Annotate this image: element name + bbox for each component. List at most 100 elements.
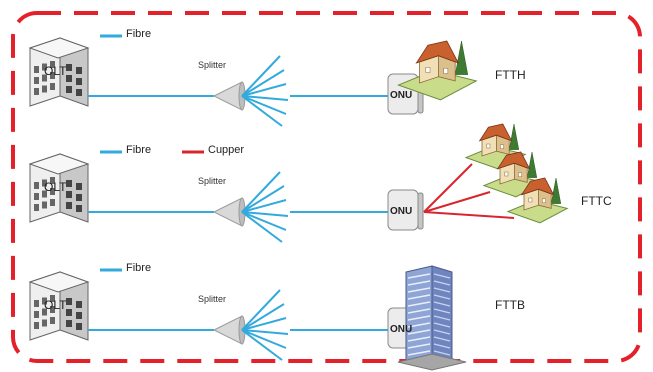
tower-window-band (407, 287, 431, 293)
olt-window (66, 180, 72, 187)
olt-window (42, 85, 47, 93)
row-fttb (28, 265, 467, 371)
olt-window (76, 301, 82, 308)
olt-window (66, 86, 72, 93)
olt-window (66, 298, 72, 305)
olt-window (76, 312, 82, 319)
olt-window (34, 322, 39, 329)
tower-window-band (433, 343, 451, 349)
split-fibre-line (241, 211, 283, 243)
split-fibre-line (241, 83, 287, 97)
split-fibre-line (241, 329, 287, 349)
tower-window-band (433, 287, 451, 293)
splitter-icon (212, 197, 243, 227)
house-roof (415, 40, 460, 64)
house-window (500, 144, 504, 150)
split-fibre-line (241, 95, 289, 101)
olt-window (42, 308, 47, 316)
tower-window-band (407, 329, 431, 335)
tower-window-band (433, 322, 451, 328)
split-fibre-line (241, 69, 285, 97)
split-fibre-line (241, 211, 287, 231)
onu-label: ONU (390, 90, 413, 101)
tower-window-band (433, 301, 451, 307)
tower-window-band (407, 301, 431, 307)
olt-window (50, 83, 55, 90)
olt-window (50, 72, 55, 79)
olt-window (50, 188, 55, 195)
split-fibre-line (241, 199, 287, 213)
tower-base (397, 353, 467, 371)
olt-label: OLT (44, 64, 67, 78)
fibre-legend-label: Fibre (126, 144, 152, 156)
olt-window (34, 300, 39, 307)
copper-legend-label: Cupper (208, 144, 245, 156)
olt-window (76, 183, 82, 190)
copper-line (423, 211, 515, 219)
olt-window (42, 190, 47, 198)
copper-line (423, 163, 473, 213)
endpoint-label: FTTC (581, 194, 612, 208)
olt-window (76, 323, 82, 330)
tower-window-band (433, 273, 451, 279)
tower-window-band (407, 280, 431, 286)
tower-window-band (407, 315, 431, 321)
house-window (542, 198, 546, 204)
tower-window-band (407, 350, 431, 356)
olt-window (66, 320, 72, 327)
fibre-legend-label: Fibre (126, 262, 152, 274)
tower-window-band (407, 273, 431, 279)
endpoint-label: FTTB (495, 298, 525, 312)
house-window (425, 67, 431, 73)
split-fibre-line (241, 55, 281, 97)
house-window (486, 143, 491, 149)
house-roof (520, 177, 555, 196)
olt-window (66, 191, 72, 198)
olt-window (50, 61, 55, 68)
olt-window (76, 194, 82, 201)
tower-window-band (433, 315, 451, 321)
tower-window-band (407, 294, 431, 300)
olt-window (50, 177, 55, 184)
onu-label: ONU (390, 206, 413, 217)
olt-window (34, 66, 39, 73)
olt-window (76, 78, 82, 85)
tower-window-band (407, 336, 431, 342)
split-fibre-line (241, 171, 281, 213)
tower-window-band (433, 294, 451, 300)
olt-window (42, 74, 47, 82)
olt-window (50, 199, 55, 206)
olt-window (34, 204, 39, 211)
olt-window (34, 77, 39, 84)
olt-window (34, 88, 39, 95)
olt-window (76, 205, 82, 212)
olt-window (76, 67, 82, 74)
tower-window-band (433, 336, 451, 342)
house-window (504, 171, 509, 177)
olt-building-roof (28, 271, 90, 293)
splitter-icon (212, 315, 243, 345)
house-window (518, 172, 522, 178)
olt-building-roof (28, 37, 90, 59)
olt-window (66, 309, 72, 316)
olt-label: OLT (44, 180, 67, 194)
olt-window (76, 89, 82, 96)
tower-window-band (433, 350, 451, 356)
endpoint-label: FTTH (495, 68, 526, 82)
onu-label: ONU (390, 324, 413, 335)
copper-line (423, 191, 491, 213)
split-fibre-line (241, 303, 285, 331)
olt-window (66, 75, 72, 82)
splitter-label: Splitter (198, 60, 227, 70)
olt-window (42, 63, 47, 71)
olt-window (42, 201, 47, 209)
dashed-frame (11, 11, 642, 363)
row-ftth (28, 34, 478, 127)
tower-window-band (407, 343, 431, 349)
olt-window (42, 297, 47, 305)
tower-window-band (433, 308, 451, 314)
split-fibre-line (241, 317, 287, 331)
olt-window (66, 64, 72, 71)
row-fttc (28, 123, 569, 243)
split-fibre-line (241, 289, 281, 331)
